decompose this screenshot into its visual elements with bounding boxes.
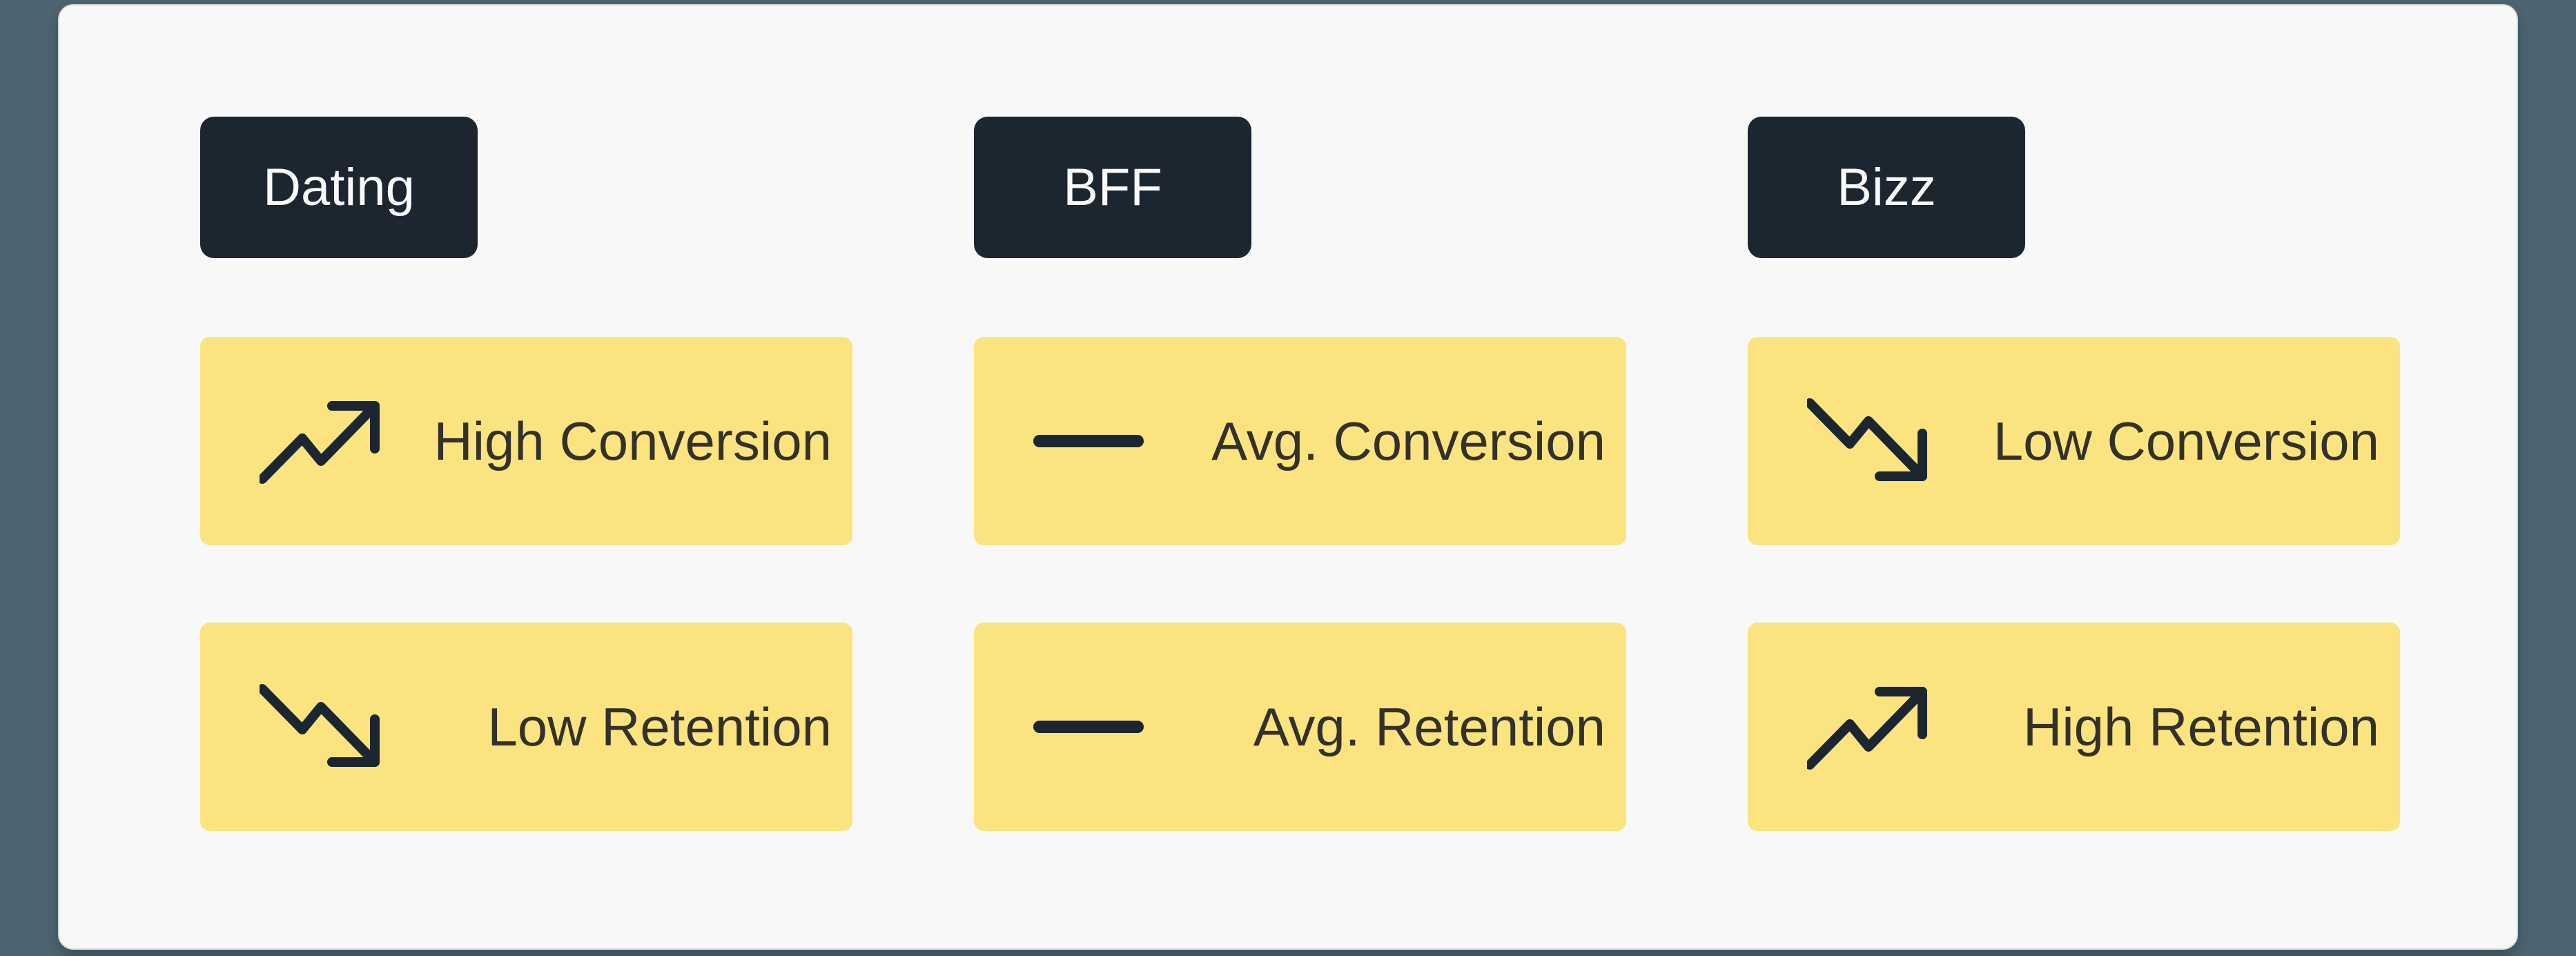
flat-line-icon — [1033, 721, 1144, 733]
card-label: High Conversion — [433, 411, 832, 471]
card-label: Avg. Conversion — [1211, 411, 1606, 471]
column-bizz: Bizz Low Conversion High Rete — [1748, 117, 2400, 831]
card-label: Avg. Retention — [1253, 696, 1606, 757]
trend-down-icon — [260, 683, 382, 770]
content-panel: Dating High Conversion Low Re — [58, 4, 2518, 950]
bizz-button[interactable]: Bizz — [1748, 117, 2025, 258]
card-avg-conversion[interactable]: Avg. Conversion — [974, 337, 1626, 545]
column-bff: BFF Avg. Conversion Avg. Retention — [974, 117, 1626, 831]
trend-down-icon — [1807, 398, 1930, 485]
trend-up-icon — [1807, 683, 1930, 770]
trend-up-icon — [260, 398, 382, 485]
card-high-retention[interactable]: High Retention — [1748, 623, 2400, 831]
card-high-conversion[interactable]: High Conversion — [200, 337, 852, 545]
card-label: Low Retention — [487, 696, 832, 757]
flat-line-icon — [1033, 435, 1144, 447]
bff-button[interactable]: BFF — [974, 117, 1251, 258]
column-dating: Dating High Conversion Low Re — [200, 117, 852, 831]
card-label: Low Conversion — [1993, 411, 2379, 471]
dating-button[interactable]: Dating — [200, 117, 478, 258]
card-label: High Retention — [2023, 696, 2379, 757]
card-avg-retention[interactable]: Avg. Retention — [974, 623, 1626, 831]
card-low-conversion[interactable]: Low Conversion — [1748, 337, 2400, 545]
card-low-retention[interactable]: Low Retention — [200, 623, 852, 831]
